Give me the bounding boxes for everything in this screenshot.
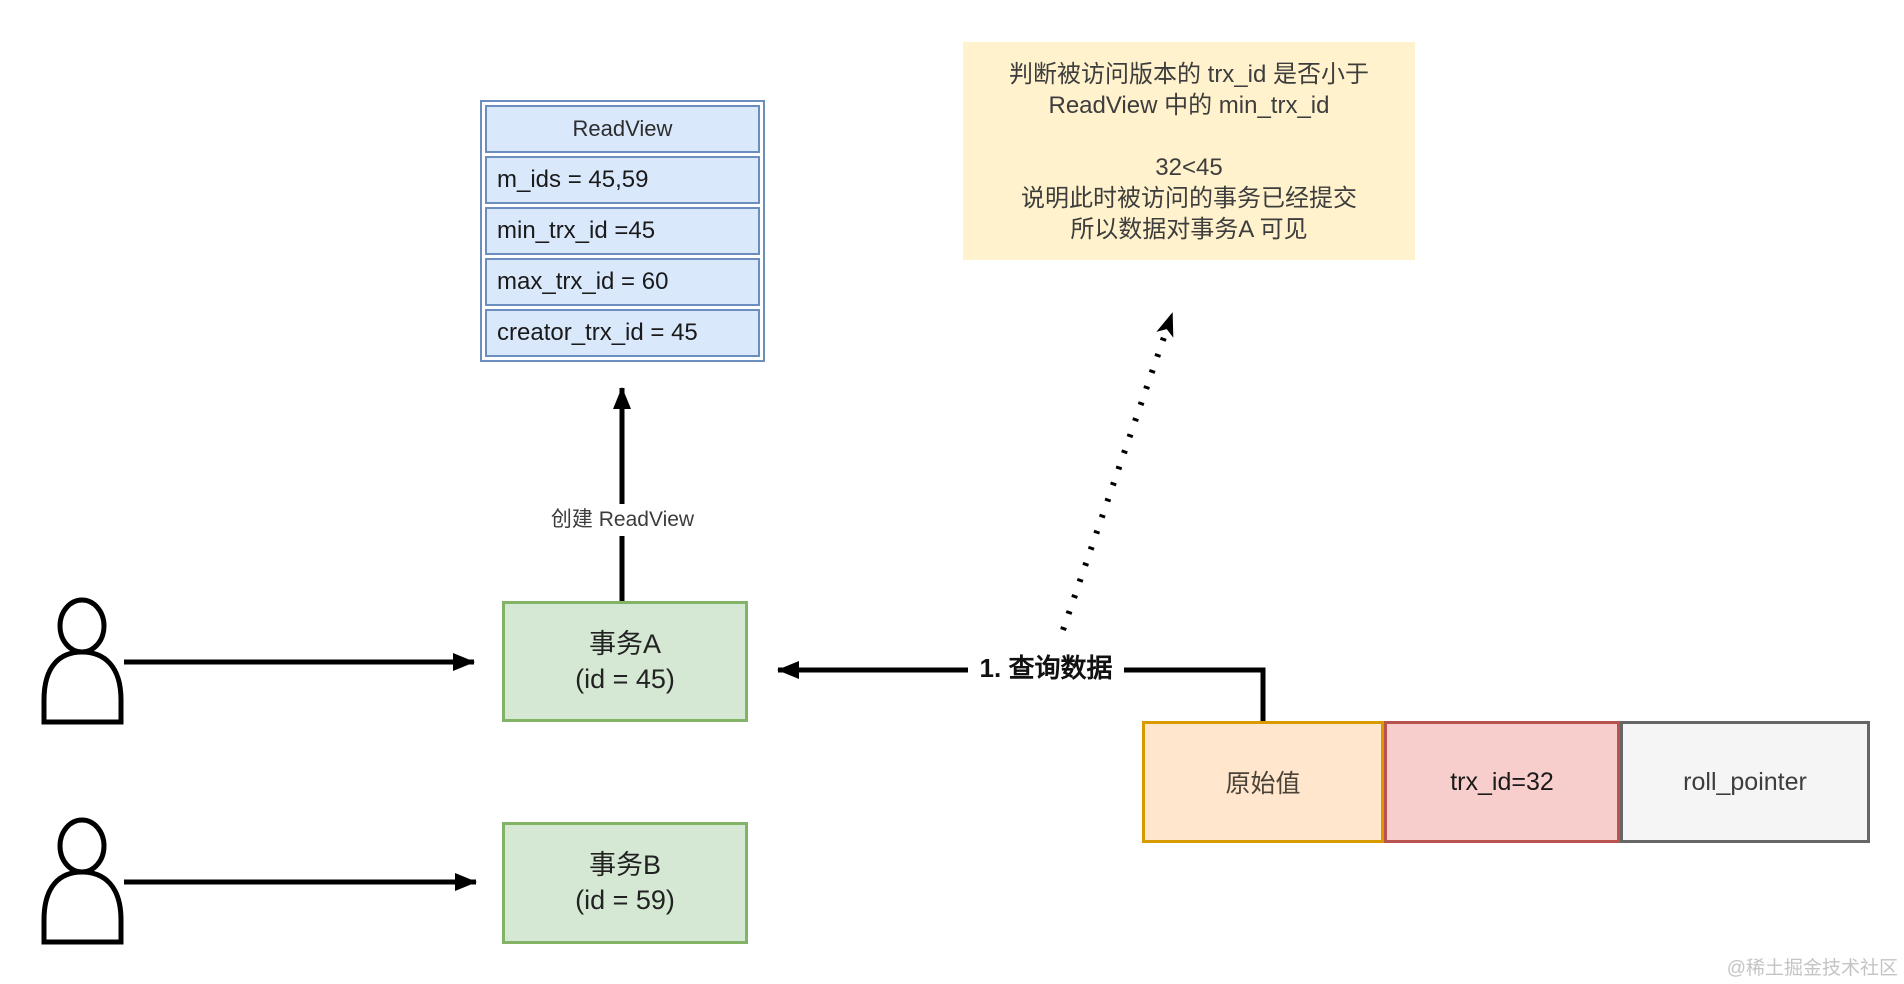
note-line: 所以数据对事务A 可见 xyxy=(1070,216,1308,243)
transaction-a-title: 事务A xyxy=(588,628,661,659)
note-line: 说明此时被访问的事务已经提交 xyxy=(1021,185,1357,212)
note-line: 判断被访问版本的 trx_id 是否小于 xyxy=(1008,61,1370,88)
record-row: 原始值 trx_id=32 roll_pointer xyxy=(1142,721,1870,843)
dotted-arrow-to-note xyxy=(1060,312,1175,631)
record-cell-original-value: 原始值 xyxy=(1142,721,1384,843)
watermark: @稀土掘金技术社区 xyxy=(1726,958,1898,979)
readview-row-m-ids: m_ids = 45,59 xyxy=(485,156,760,204)
note-line: 32<45 xyxy=(1155,154,1223,181)
readview-row-max-trx-id: max_trx_id = 60 xyxy=(485,258,760,306)
visibility-note-box: 判断被访问版本的 trx_id 是否小于 ReadView 中的 min_trx… xyxy=(963,42,1415,260)
note-line: ReadView 中的 min_trx_id xyxy=(1048,92,1330,119)
query-data-label: 1. 查询数据 xyxy=(968,649,1124,687)
transaction-a-box: 事务A (id = 45) xyxy=(502,601,748,722)
create-readview-label: 创建 ReadView xyxy=(540,504,705,536)
transaction-b-title: 事务B xyxy=(588,850,661,880)
transaction-b-id: (id = 59) xyxy=(575,885,675,915)
note-line xyxy=(963,121,1415,152)
readview-row-creator-trx-id: creator_trx_id = 45 xyxy=(485,309,760,357)
readview-table-header: ReadView xyxy=(485,105,760,153)
person-icon xyxy=(41,817,124,945)
transaction-b-box: 事务B (id = 59) xyxy=(502,822,748,944)
record-cell-trx-id: trx_id=32 xyxy=(1384,721,1620,843)
readview-row-min-trx-id: min_trx_id =45 xyxy=(485,207,760,255)
arrow-query-data xyxy=(777,661,1266,721)
transaction-a-id: (id = 45) xyxy=(575,663,675,694)
readview-table: ReadView m_ids = 45,59 min_trx_id =45 ma… xyxy=(480,100,765,362)
person-icon xyxy=(41,597,124,725)
record-cell-roll-pointer: roll_pointer xyxy=(1620,721,1870,843)
